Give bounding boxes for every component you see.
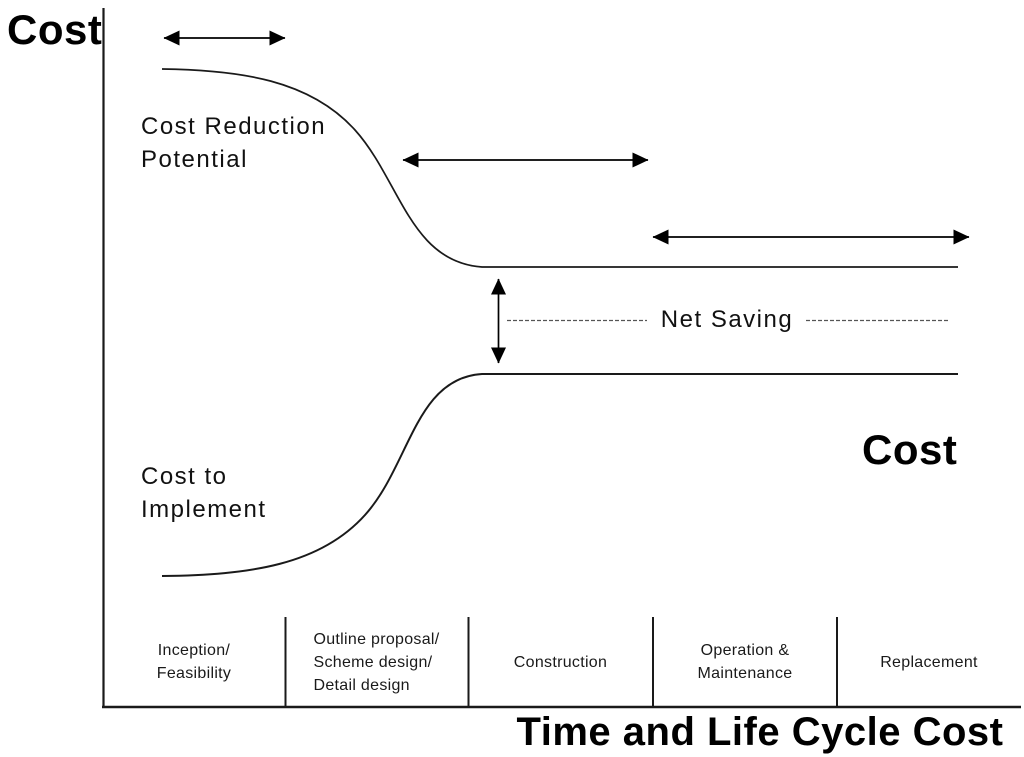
phase-cell-construction: Construction bbox=[468, 617, 653, 707]
phase-label: Replacement bbox=[880, 653, 978, 671]
cost-to-implement-label: Cost to Implement bbox=[141, 463, 267, 523]
cost-reduction-curve bbox=[161, 68, 958, 268]
phase-label: Outline proposal/ Scheme design/ Detail … bbox=[313, 630, 440, 694]
phase-band: Inception/ Feasibility Outline proposal/… bbox=[0, 617, 1024, 707]
cost-reduction-potential-label: Cost Reduction Potential bbox=[141, 113, 327, 173]
phase-cell-replacement: Replacement bbox=[837, 617, 1021, 707]
cost-to-implement-curve bbox=[161, 373, 958, 577]
phase-label: Operation & Maintenance bbox=[697, 642, 793, 682]
phase-cell-design: Outline proposal/ Scheme design/ Detail … bbox=[285, 617, 468, 707]
phase-cell-operation: Operation & Maintenance bbox=[653, 617, 837, 707]
phase-cell-inception: Inception/ Feasibility bbox=[103, 617, 285, 707]
cost-right-label: Cost bbox=[862, 426, 958, 473]
net-saving-label: Net Saving bbox=[660, 306, 794, 333]
y-axis-label: Cost bbox=[7, 6, 103, 53]
x-axis-label: Time and Life Cycle Cost bbox=[516, 710, 1004, 754]
phase-label: Construction bbox=[513, 653, 608, 671]
phase-label: Inception/ Feasibility bbox=[156, 642, 232, 682]
